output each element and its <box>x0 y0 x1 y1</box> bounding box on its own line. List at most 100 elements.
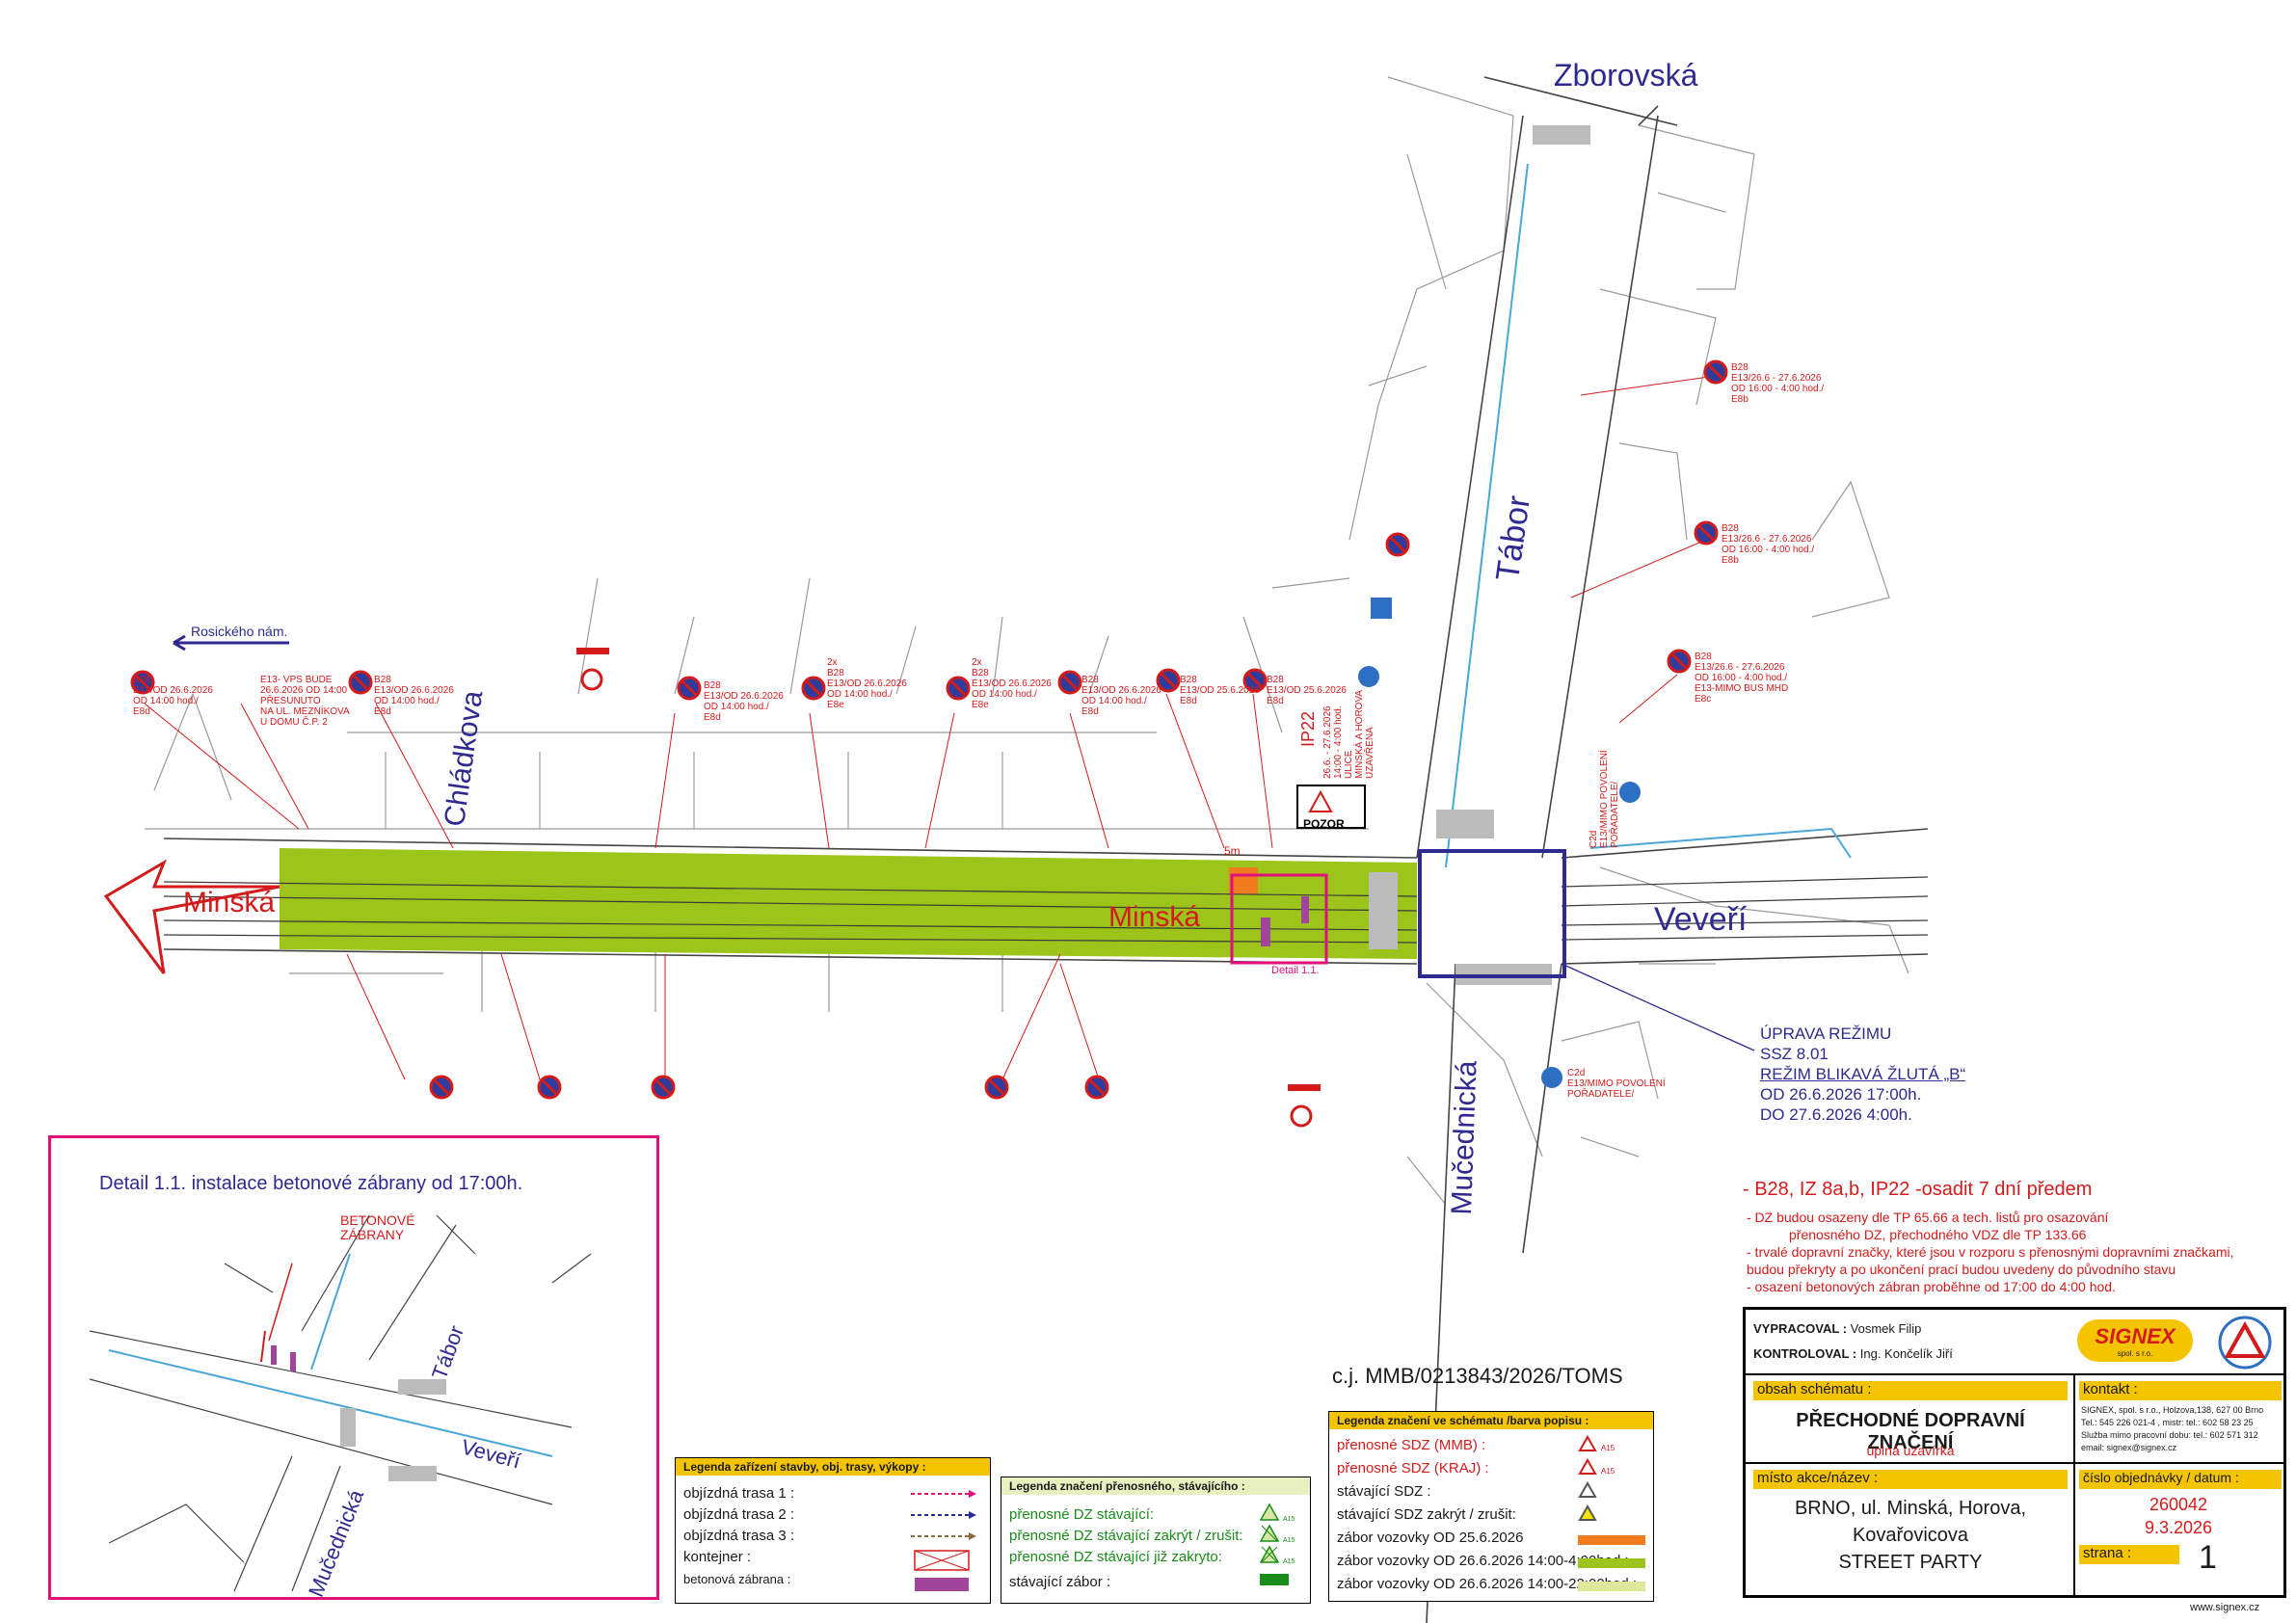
legend-schema-row-6: zábor vozovky OD 26.6.2026 14:00-4:00hod… <box>1337 1553 1629 1569</box>
legend-prenosne-a15-3: A15 <box>1283 1558 1295 1565</box>
order-date: 9.3.2026 <box>2144 1518 2213 1537</box>
legend-prenosne-symbols <box>1260 1503 1289 1585</box>
note-line-4: budou překryty a po ukončení prací budou… <box>1747 1262 2176 1277</box>
obsah-label: obsah schématu : <box>1753 1381 2068 1400</box>
ip22-code: IP22 <box>1298 710 1318 747</box>
road-outlines <box>163 76 1929 1623</box>
legend-prenosne-row-3: přenosné DZ stávající již zakryto: <box>1009 1549 1222 1565</box>
concrete-barrier-2 <box>1301 896 1309 923</box>
vypracoval-row: VYPRACOVAL : Vosmek Filip <box>1753 1321 1922 1336</box>
uprava-od: OD 26.6.2026 17:00h. <box>1760 1085 1922 1104</box>
signex-logo: SIGNEX spol. s r.o. <box>2077 1319 2193 1362</box>
legend-prenosne-row-1: přenosné DZ stávající: <box>1009 1506 1155 1523</box>
detour-arrow-left <box>103 859 280 974</box>
street-veveri: Veveří <box>1654 901 1748 938</box>
legend-stavby-row-5: betonová zábrana : <box>683 1572 791 1586</box>
c2d-bottom-label: C2d E13/MIMO POVOLENÍ POŘADATELE/ <box>1567 1068 1666 1100</box>
kontakt-line-4: email: signex@signex.cz <box>2081 1443 2177 1452</box>
barriers <box>576 648 1321 1091</box>
c2d-signs <box>1358 666 1641 1088</box>
sign-label-top-9: B28 E13/OD 25.6.2026 E8d <box>1267 675 1347 706</box>
sign-label-top-4: B28 E13/OD 26.6.2026 OD 14:00 hod./ E8d <box>704 680 784 723</box>
street-rosickeho: Rosického nám. <box>191 624 288 639</box>
concrete-barrier-1 <box>1261 918 1270 946</box>
legend-stavby-row-4: kontejner : <box>683 1549 752 1565</box>
legend-prenosne: Legenda značení přenosného, stávajícího … <box>1001 1477 1311 1604</box>
uprava-ssz: SSZ 8.01 <box>1760 1045 1829 1063</box>
order-number: 260042 <box>2149 1495 2208 1514</box>
note-main: - B28, IZ 8a,b, IP22 -osadit 7 dní přede… <box>1743 1179 2093 1200</box>
sign-label-top-6: 2x B28 E13/OD 26.6.2026 OD 14:00 hod./ E… <box>972 657 1052 710</box>
sign-label-top-1: B28 E13/OD 26.6.2026 OD 14:00 hod./ E8d <box>133 675 213 717</box>
kontakt-line-2: Tel.: 545 226 021-4 , mistr: tel.: 602 5… <box>2081 1418 2254 1427</box>
leader-lines <box>144 375 1717 1080</box>
note-line-5: - osazení betonových zábran proběhne od … <box>1747 1279 2116 1294</box>
title-block: VYPRACOVAL : Vosmek Filip KONTROLOVAL : … <box>1743 1307 2286 1598</box>
legend-schema: Legenda značení ve schématu /barva popis… <box>1328 1411 1654 1602</box>
pozor-label: POZOR <box>1303 817 1345 831</box>
legend-stavby-row-1: objízdná trasa 1 : <box>683 1485 795 1502</box>
street-minska-center: Minská <box>1108 901 1201 933</box>
legend-prenosne-a15-2: A15 <box>1283 1537 1295 1544</box>
kontakt-label: kontakt : <box>2079 1381 2282 1400</box>
legend-schema-header: Legenda značení ve schématu /barva popis… <box>1329 1412 1653 1429</box>
road-occupation-june25 <box>1229 867 1258 894</box>
sign-label-right-2: B28 E13/26.6 - 27.6.2026 OD 16:00 - 4:00… <box>1722 523 1815 566</box>
note-line-1: - DZ budou osazeny dle TP 65.66 a tech. … <box>1747 1210 2109 1225</box>
kontakt-lines: SIGNEX, spol. s r.o., Holzova,138, 627 0… <box>2081 1404 2263 1454</box>
legend-stavby: Legenda zařízení stavby, obj. trasy, výk… <box>675 1457 991 1604</box>
legend-schema-row-1: přenosné SDZ (MMB) : <box>1337 1437 1486 1453</box>
tram-lines <box>163 876 1929 944</box>
ip12-parking-sign <box>1371 598 1392 619</box>
crosswalks <box>1369 125 1590 985</box>
legend-schema-row-5: zábor vozovky OD 25.6.2026 <box>1337 1530 1524 1546</box>
cj-number: c.j. MMB/0213843/2026/TOMS <box>1332 1364 1623 1388</box>
legend-schema-a15-2: A15 <box>1601 1467 1615 1476</box>
misto-line-2: Kovařovicova <box>1852 1525 1969 1546</box>
obsah-sub: úplná uzavírka <box>1866 1443 1955 1458</box>
strana-label: strana : <box>2079 1545 2179 1564</box>
uprava-do: DO 27.6.2026 4:00h. <box>1760 1105 1912 1124</box>
b28-signs <box>130 359 1728 1100</box>
legend-schema-row-4: stávající SDZ zakrýt / zrušit: <box>1337 1506 1516 1523</box>
kontroloval-name: Ing. Končelík Jiří <box>1859 1346 1953 1361</box>
warning-triangle-icon <box>2218 1316 2272 1370</box>
note-line-3: - trvalé dopravní značky, které jsou v r… <box>1747 1244 2234 1260</box>
sign-label-right-3: B28 E13/26.6 - 27.6.2026 OD 16:00 - 4:00… <box>1695 652 1789 705</box>
sign-label-top-2: E13- VPS BUDE 26.6.2026 OD 14:00 PŘESUNU… <box>260 675 350 728</box>
uprava-rezim: REŽIM BLIKAVÁ ŽLUTÁ „B“ <box>1760 1065 1966 1083</box>
ip22-text: 26.6. - 27.6.2026 14:00 - 4:00 hod. ULIC… <box>1322 689 1375 779</box>
five-m-label: 5m <box>1224 844 1241 858</box>
sign-label-top-5: 2x B28 E13/OD 26.6.2026 OD 14:00 hod./ E… <box>827 657 907 710</box>
sign-label-right-1: B28 E13/26.6 - 27.6.2026 OD 16:00 - 4:00… <box>1731 362 1825 405</box>
web-footer: www.signex.cz <box>2190 1602 2260 1613</box>
kontroloval-label: KONTROLOVAL <box>1753 1346 1850 1361</box>
detail-box-marker <box>1230 873 1328 965</box>
detail-label: BETONOVÉ ZÁBRANY <box>340 1212 415 1242</box>
legend-schema-row-2: přenosné SDZ (KRAJ) : <box>1337 1460 1489 1477</box>
legend-stavby-row-2: objízdná trasa 2 : <box>683 1506 795 1523</box>
signex-logo-text: SIGNEX <box>2095 1323 2176 1348</box>
signex-logo-sub: spol. s r.o. <box>2117 1348 2153 1358</box>
uprava-leader <box>1561 963 1755 1051</box>
uprava-title: ÚPRAVA REŽIMU <box>1760 1024 1892 1043</box>
vypracoval-name: Vosmek Filip <box>1850 1321 1922 1336</box>
vypracoval-label: VYPRACOVAL <box>1753 1321 1840 1336</box>
uprava-rezimu-block: ÚPRAVA REŽIMU SSZ 8.01 REŽIM BLIKAVÁ ŽLU… <box>1760 1024 1965 1125</box>
veveri-tram-line <box>1589 827 1852 859</box>
strana-number: 1 <box>2199 1539 2217 1576</box>
street-minska-left: Minská <box>183 887 276 918</box>
legend-schema-symbols <box>1578 1435 1645 1591</box>
building-outlines <box>145 76 1909 1206</box>
c2d-right-label: C2d E13/MIMO POVOLENÍ POŘADATELE/ <box>1589 750 1620 848</box>
legend-stavby-row-3: objízdná trasa 3 : <box>683 1528 795 1544</box>
tabor-tram-line <box>1445 163 1529 868</box>
detail-drawing <box>89 1214 592 1592</box>
sign-label-top-8: B28 E13/OD 25.6.2026 E8d <box>1180 675 1260 706</box>
legend-prenosne-a15-1: A15 <box>1283 1516 1295 1523</box>
misto-label: místo akce/název : <box>1753 1470 2068 1489</box>
legend-schema-row-7: zábor vozovky OD 26.6.2026 14:00-22:00ho… <box>1337 1576 1638 1592</box>
sign-label-top-7: B28 E13/OD 26.6.2026 OD 14:00 hod./ E8d <box>1081 675 1161 717</box>
road-occupation-area <box>280 848 1417 959</box>
